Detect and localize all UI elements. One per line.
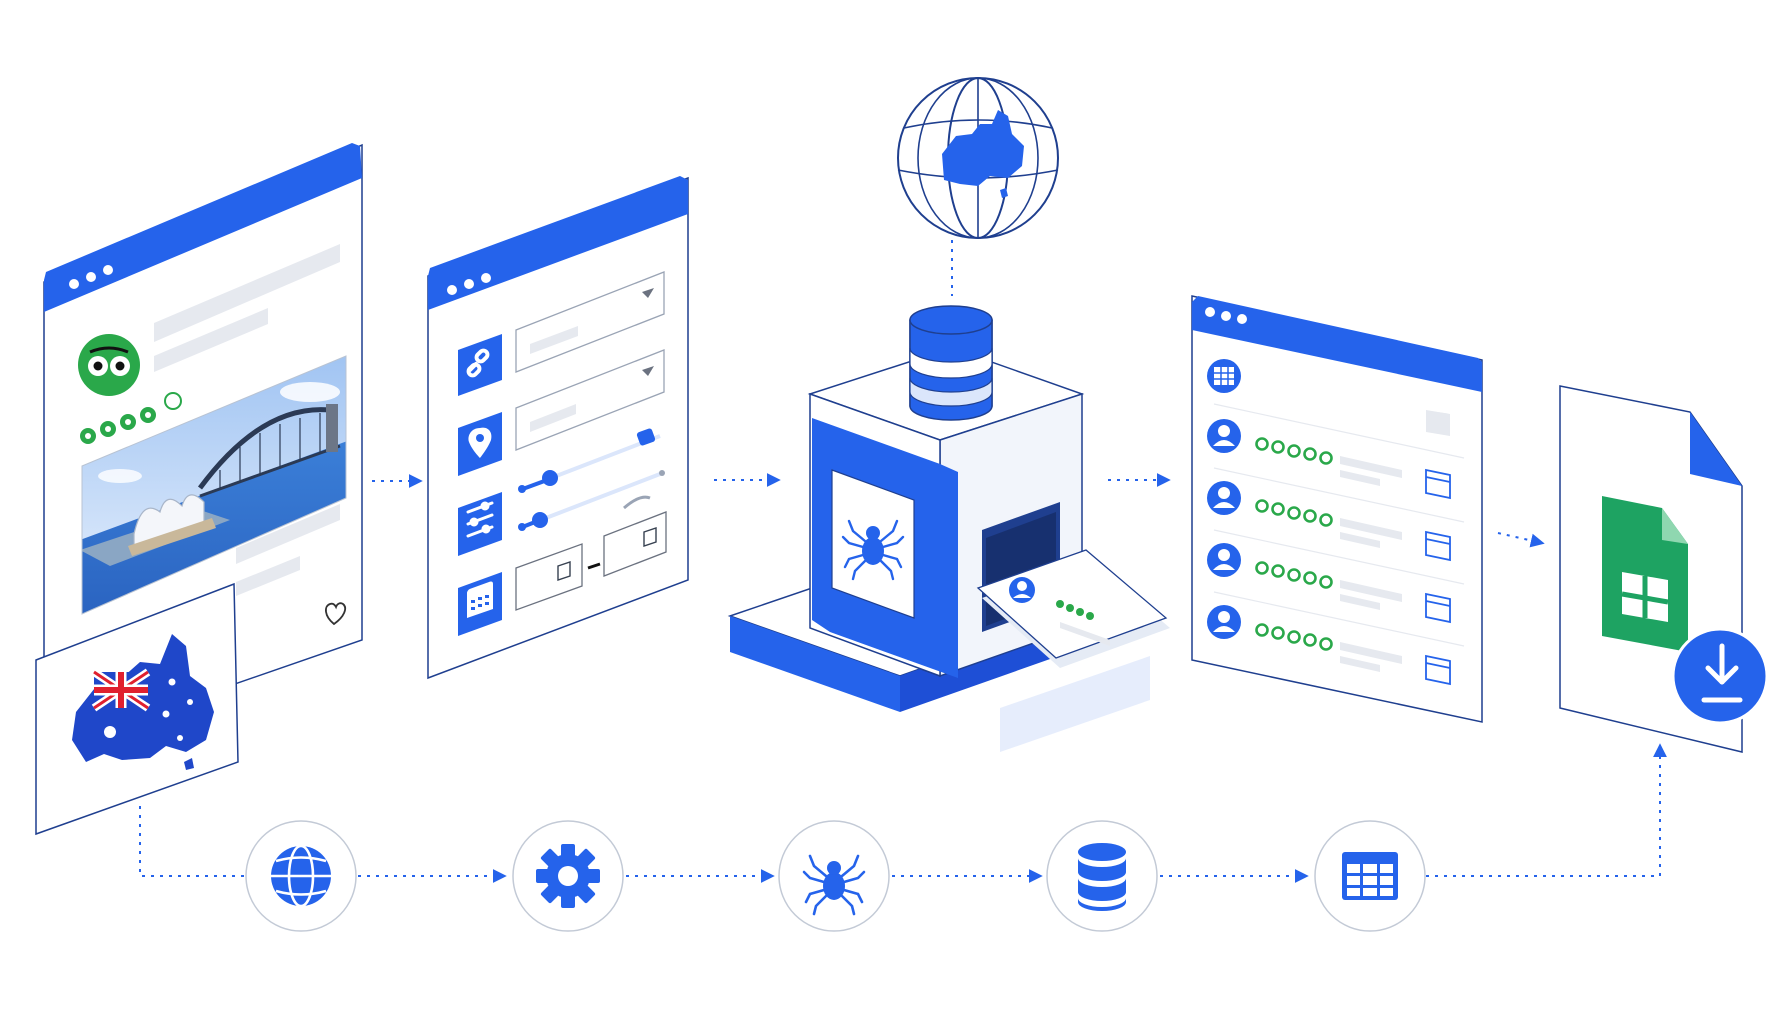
- spider-icon: [841, 519, 905, 581]
- link-icon: [466, 348, 490, 378]
- arrow-results-to-export: [1497, 532, 1545, 548]
- database-icon: [909, 305, 993, 421]
- listing-panel: [43, 143, 363, 752]
- pipeline-step-gear: [512, 820, 624, 932]
- chevron-down-icon: [642, 288, 654, 298]
- globe-australia-icon: [897, 77, 1059, 239]
- tripadvisor-owl-icon: [78, 334, 140, 396]
- calendar-icon: [643, 527, 657, 547]
- date-filter-row[interactable]: [458, 511, 667, 636]
- scraper-machine: [727, 305, 1170, 752]
- calendar-icon: [1425, 654, 1451, 686]
- calendar-icon: [557, 561, 571, 581]
- rating-circles: [1255, 561, 1333, 589]
- output-review-card: [976, 549, 1170, 668]
- user-avatar-icon: [1213, 425, 1235, 446]
- flow-arrows: [372, 240, 1545, 548]
- window-dots: [447, 273, 491, 295]
- database-icon: [1078, 843, 1126, 911]
- heart-icon[interactable]: [325, 602, 347, 626]
- range-filter-row[interactable]: [458, 428, 665, 556]
- export-file: [1559, 385, 1769, 753]
- link-filter-row[interactable]: [458, 271, 665, 396]
- rating-circles: [1255, 623, 1333, 651]
- table-icon: [1207, 359, 1241, 393]
- rating-circles: [1255, 499, 1333, 527]
- australia-flag-map-icon: [72, 634, 214, 770]
- window-dots: [69, 265, 113, 289]
- result-row[interactable]: [1207, 543, 1465, 647]
- pipeline-step-globe: [245, 820, 357, 932]
- pipeline-step-spider: [778, 820, 890, 932]
- result-row[interactable]: [1207, 419, 1465, 523]
- google-sheets-icon: [1602, 496, 1688, 652]
- date-end-field[interactable]: [603, 511, 667, 577]
- user-avatar-icon: [1213, 611, 1235, 632]
- pipeline: [139, 743, 1667, 932]
- pipeline-step-database: [1046, 820, 1158, 932]
- range-slider-2[interactable]: [518, 470, 665, 531]
- chevron-down-icon: [642, 366, 654, 376]
- location-pin-icon: [468, 427, 492, 458]
- result-row[interactable]: [1207, 481, 1465, 585]
- window-dots: [1205, 307, 1247, 324]
- calendar-icon: [467, 587, 493, 618]
- date-start-field[interactable]: [515, 543, 583, 611]
- calendar-icon: [1425, 592, 1451, 624]
- calendar-icon: [1425, 468, 1451, 500]
- location-filter-row[interactable]: [458, 349, 665, 476]
- user-avatar-icon: [1213, 487, 1235, 508]
- range-slider-1[interactable]: [518, 428, 661, 493]
- filters-panel: [427, 176, 689, 680]
- user-avatar-icon: [1213, 549, 1235, 570]
- region-card: [35, 582, 239, 836]
- listing-rating: [80, 392, 182, 444]
- pipeline-step-table: [1314, 820, 1426, 932]
- table-icon: [1342, 852, 1398, 900]
- globe-icon: [271, 844, 331, 908]
- calendar-icon: [1425, 530, 1451, 562]
- download-icon[interactable]: [1671, 627, 1769, 725]
- results-panel: [1191, 295, 1483, 723]
- rating-circles: [1255, 437, 1333, 465]
- gear-icon: [536, 844, 600, 908]
- sliders-icon: [466, 501, 494, 538]
- spider-icon: [802, 854, 866, 916]
- result-row[interactable]: [1207, 605, 1451, 686]
